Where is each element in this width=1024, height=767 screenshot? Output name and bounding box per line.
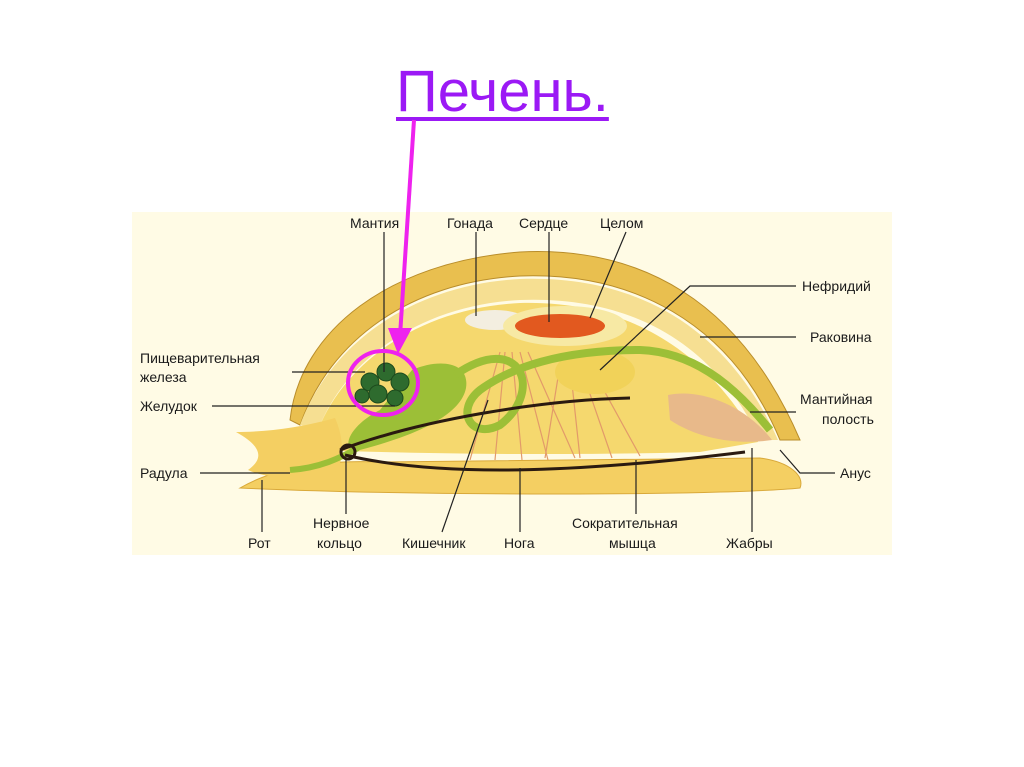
heart-organ	[515, 314, 605, 338]
gills-organ	[668, 393, 772, 442]
shell-inner-layer	[300, 278, 778, 440]
label-nerve-ring-line2: кольцо	[317, 535, 362, 551]
label-radula: Радула	[140, 465, 188, 481]
label-intestine: Кишечник	[402, 535, 466, 551]
pointer-arrow-head	[388, 328, 412, 354]
label-gonad: Гонада	[447, 215, 493, 231]
label-shell: Раковина	[810, 329, 872, 345]
label-digestive-gland-line2: железа	[140, 369, 187, 385]
label-stomach: Желудок	[140, 398, 198, 414]
label-retractor-line1: Сократительная	[572, 515, 678, 531]
label-mantle-cavity-line1: Мантийная	[800, 391, 873, 407]
pointer-arrow-shaft	[398, 119, 416, 337]
highlight-circle	[346, 349, 420, 417]
label-nerve-ring-line1: Нервное	[313, 515, 370, 531]
label-anus: Анус	[840, 465, 871, 481]
esophagus	[289, 445, 360, 473]
label-gills: Жабры	[726, 535, 773, 551]
label-mantle: Мантия	[350, 215, 399, 231]
label-foot: Нога	[504, 535, 535, 551]
label-coelom: Целом	[600, 215, 643, 231]
leader-lines	[200, 231, 835, 533]
nerve-ring-organ	[339, 443, 357, 461]
label-mouth: Рот	[248, 535, 271, 551]
nerve-cord	[344, 450, 746, 472]
label-nephridium: Нефридий	[802, 278, 871, 294]
label-mantle-cavity-line2: полость	[822, 411, 874, 427]
nerve-cord	[339, 396, 631, 452]
head-shape	[236, 418, 342, 478]
nephridium-organ	[555, 350, 635, 394]
intestine-organ	[452, 345, 774, 434]
label-heart: Сердце	[519, 215, 568, 231]
label-retractor-line2: мышца	[609, 535, 656, 551]
digestive-gland-organ	[354, 362, 410, 407]
label-digestive-gland-line1: Пищеварительная	[140, 350, 260, 366]
shell-shape	[289, 251, 801, 441]
slide-title: Печень.	[396, 59, 609, 124]
